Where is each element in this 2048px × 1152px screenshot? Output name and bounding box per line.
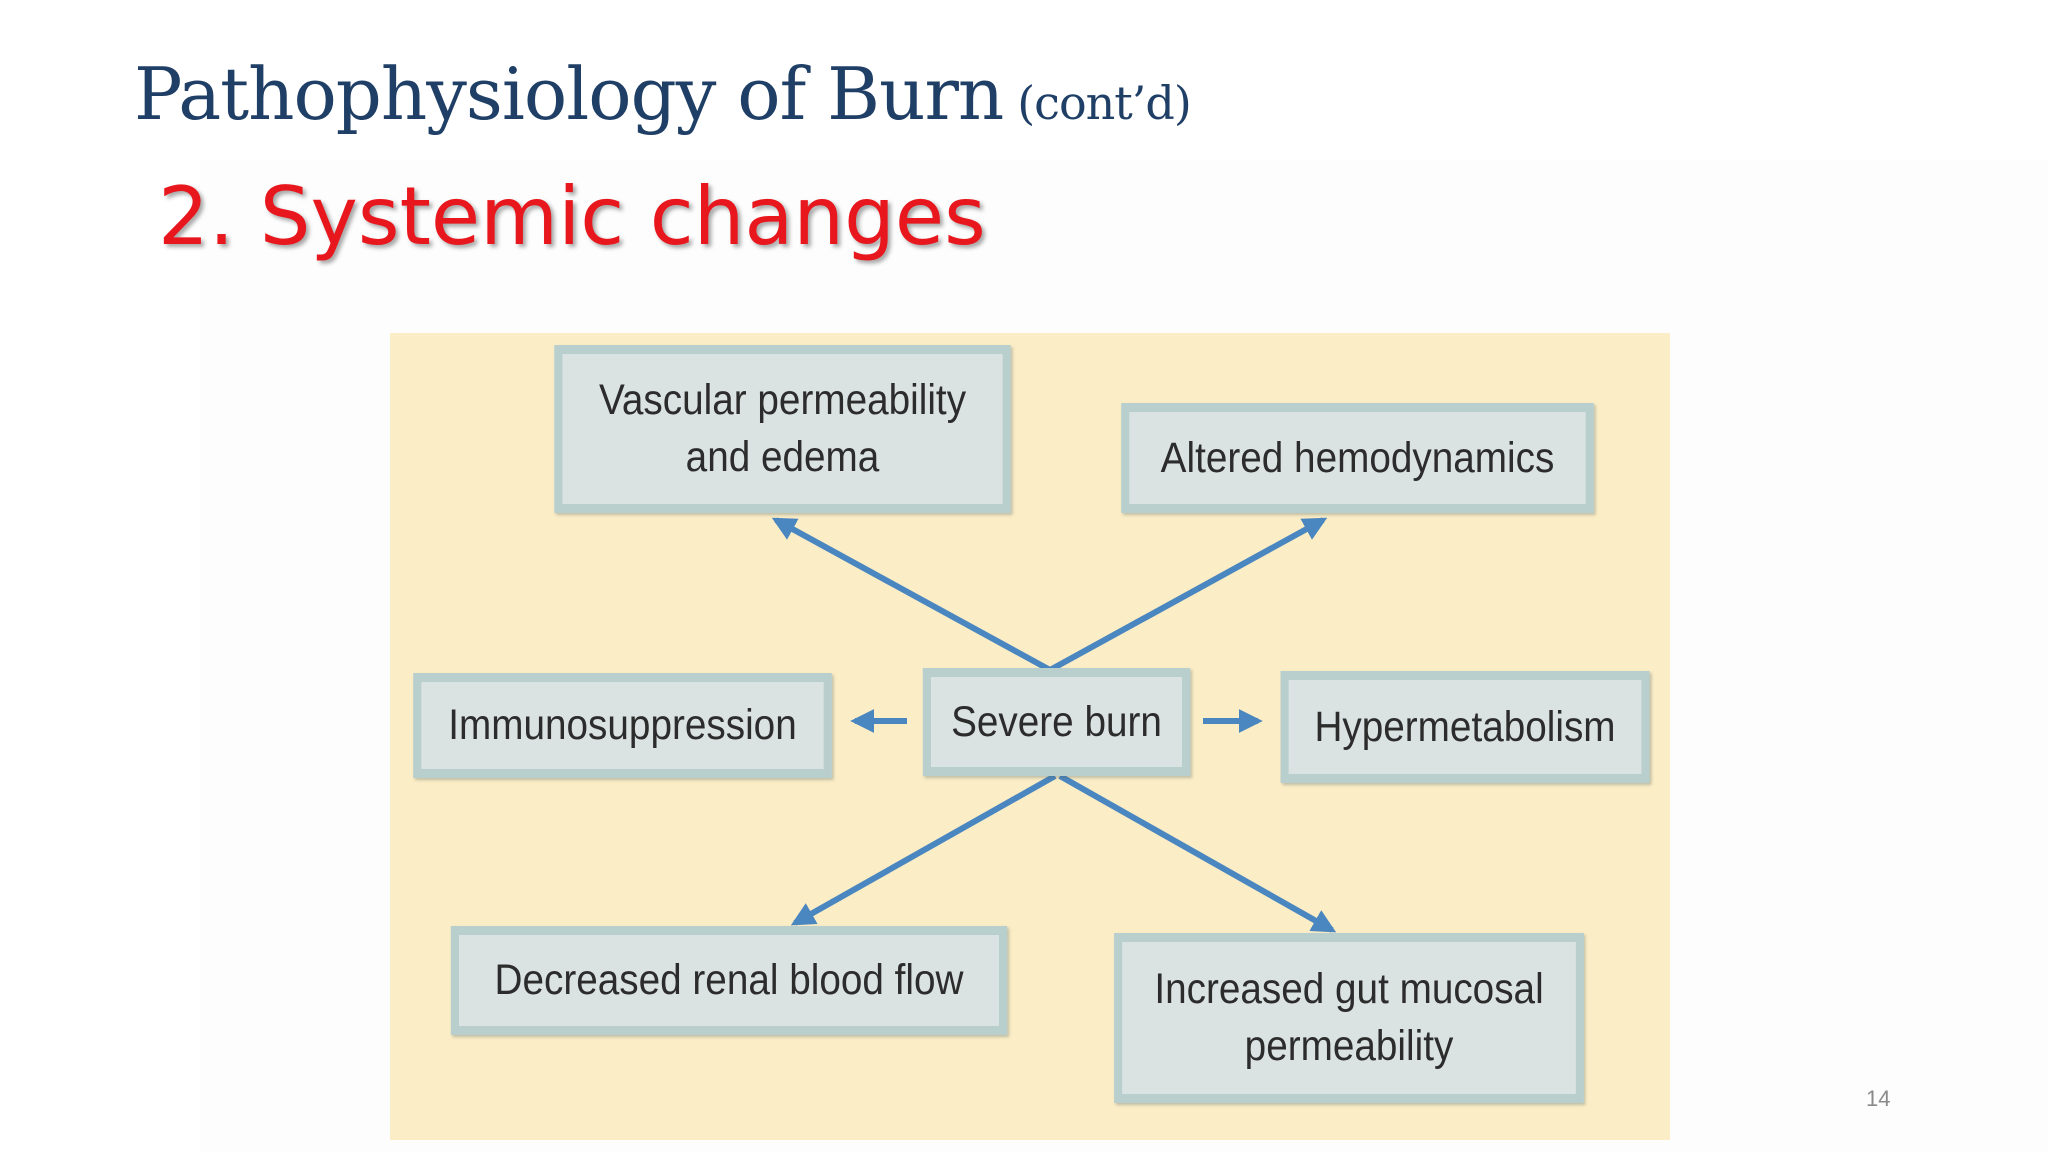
node-altered-hemodynamics-label: Altered hemodynamics [1160, 433, 1555, 482]
slide-subtitle: 2. Systemic changes [158, 170, 986, 263]
node-severe-burn: Severe burn [922, 668, 1191, 776]
slide-title-main: Pathophysiology of Burn [134, 52, 1004, 136]
arrow-to-renal [790, 773, 1057, 926]
arrow-to-vascular [771, 517, 1052, 673]
node-increased-gut-mucosal-permeability-label: Increased gut mucosal permeability [1154, 965, 1544, 1070]
burn-systemic-changes-diagram: Vascular permeability and edema Altered … [390, 333, 1670, 1140]
node-immunosuppression-label: Immunosuppression [448, 701, 797, 749]
node-severe-burn-label: Severe burn [951, 697, 1162, 746]
diagram-arrows [771, 517, 1337, 933]
node-decreased-renal-blood-flow-label: Decreased renal blood flow [494, 956, 964, 1004]
arrow-to-gut [1058, 773, 1337, 933]
slide-title: Pathophysiology of Burn(cont’d) [134, 52, 1192, 136]
arrow-to-hemodynamics [1048, 517, 1328, 673]
node-immunosuppression: Immunosuppression [413, 673, 832, 778]
node-hypermetabolism-label: Hypermetabolism [1314, 702, 1616, 751]
node-altered-hemodynamics: Altered hemodynamics [1121, 403, 1594, 513]
page-number: 14 [1866, 1086, 1891, 1111]
slide-title-suffix: (cont’d) [1017, 76, 1192, 130]
node-vascular-permeability: Vascular permeability and edema [554, 345, 1011, 513]
node-increased-gut-mucosal-permeability: Increased gut mucosal permeability [1114, 933, 1584, 1103]
node-vascular-permeability-label: Vascular permeability and edema [598, 376, 967, 481]
node-hypermetabolism: Hypermetabolism [1280, 671, 1650, 783]
node-decreased-renal-blood-flow: Decreased renal blood flow [450, 926, 1008, 1035]
